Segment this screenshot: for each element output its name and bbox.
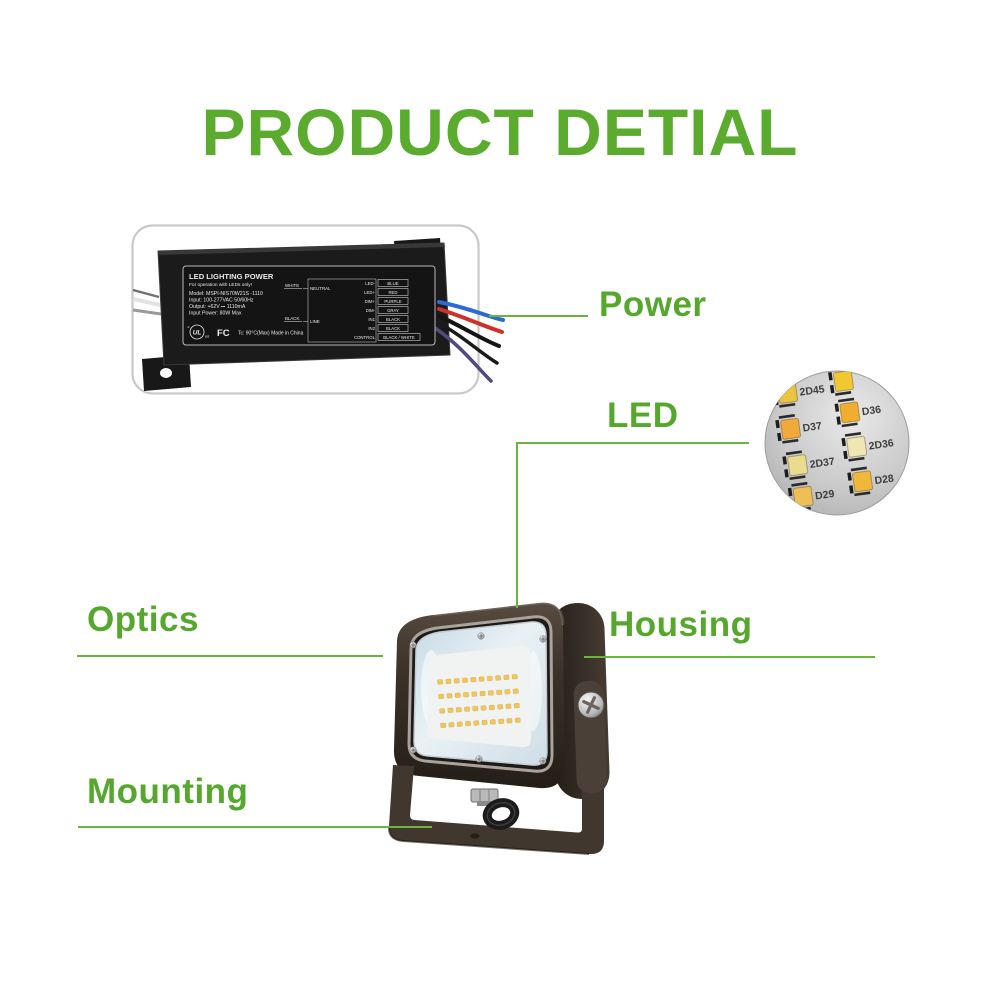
wire-black-1 xyxy=(437,314,501,348)
callout-housing: Housing xyxy=(609,605,753,644)
svg-text:PURPLE: PURPLE xyxy=(384,299,401,304)
power-driver-figure: LED LIGHTING POWER For operation with LE… xyxy=(131,224,505,395)
driver-input: Input: 100-277VAC 50/60Hz xyxy=(189,298,254,304)
led-chip: D36 xyxy=(834,397,882,428)
wire-purple xyxy=(433,326,493,383)
svg-text:DIM+: DIM+ xyxy=(365,299,376,304)
callout-mounting: Mounting xyxy=(87,772,249,811)
driver-output: Output: +62V ⎓ 1110mA xyxy=(189,304,246,310)
svg-text:LED+: LED+ xyxy=(364,290,375,295)
svg-text:GRAY: GRAY xyxy=(387,308,399,313)
led-chip: D37 xyxy=(775,414,823,444)
led-board-figure: 2D45 D37 xyxy=(764,370,910,516)
housing-top-highlight xyxy=(432,601,565,626)
callout-power: Power xyxy=(599,285,707,324)
face-screws xyxy=(409,632,547,765)
led-chip: D29 xyxy=(787,481,835,512)
screw-icon xyxy=(539,757,547,765)
ul-mark-icon: UL c us xyxy=(188,324,209,340)
callout-optics: Optics xyxy=(87,600,199,639)
screw-icon xyxy=(475,755,483,763)
driver-for-note: For operation with LEDs only! xyxy=(189,282,252,288)
screw-icon xyxy=(539,635,547,643)
callout-line-mounting xyxy=(78,826,432,828)
svg-text:BLACK / WHITE: BLACK / WHITE xyxy=(383,335,415,340)
led-chip xyxy=(828,371,854,396)
led-chip-label: D37 xyxy=(802,420,823,435)
cable-loop xyxy=(482,798,520,830)
wire-black-2 xyxy=(435,320,499,365)
svg-text:DIM-: DIM- xyxy=(366,308,376,313)
page-title: PRODUCT DETIAL xyxy=(201,95,799,169)
wire-red xyxy=(437,307,504,334)
led-pcb xyxy=(764,370,910,516)
driver-input-wires xyxy=(132,288,162,316)
callout-line-led-drop xyxy=(516,442,518,608)
driver-wiring-diagram: WHITE NEUTRAL BLACK LINE LED- BLUE LED+ … xyxy=(284,278,421,343)
led-chip: D28 xyxy=(847,466,895,497)
knuckle-fitting xyxy=(470,788,520,830)
svg-text:IN2: IN2 xyxy=(368,326,375,331)
svg-text:FC: FC xyxy=(217,328,230,339)
led-chip-label: D28 xyxy=(874,472,895,487)
driver-model: Model: MSPI-NIS70W21S -1110 xyxy=(189,291,263,297)
pivot-screw-icon xyxy=(577,691,605,719)
yoke-bracket xyxy=(388,765,604,855)
callout-line-led xyxy=(516,442,749,444)
svg-text:CONTROL: CONTROL xyxy=(354,335,376,340)
driver-top-highlight xyxy=(158,243,445,255)
screw-icon xyxy=(477,632,485,640)
led-chip-label: D29 xyxy=(814,488,835,503)
svg-text:us: us xyxy=(205,334,209,339)
led-chip: 2D36 xyxy=(841,431,895,462)
driver-heading: LED LIGHTING POWER xyxy=(189,272,274,281)
svg-text:IN1: IN1 xyxy=(368,317,375,322)
callout-line-optics xyxy=(77,655,383,657)
svg-text:c: c xyxy=(188,324,190,329)
callout-line-housing xyxy=(584,656,875,658)
yoke-hole xyxy=(470,833,480,839)
floodlight-figure xyxy=(387,601,610,855)
led-chip-label: 2D37 xyxy=(809,456,836,471)
callout-led: LED xyxy=(607,396,679,435)
svg-text:WHITE: WHITE xyxy=(285,283,299,288)
led-chip-label: D36 xyxy=(861,404,882,419)
driver-output-wires xyxy=(433,300,505,383)
wire-blue xyxy=(437,300,505,322)
screw-icon xyxy=(409,746,417,754)
svg-text:NEUTRAL: NEUTRAL xyxy=(310,286,331,291)
driver-label-plate xyxy=(182,265,436,346)
svg-text:BLUE: BLUE xyxy=(387,281,398,286)
driver-label-text: LED LIGHTING POWER For operation with LE… xyxy=(188,272,304,340)
svg-text:LINE: LINE xyxy=(310,319,320,324)
driver-tc-note: Tc: 90°C(Max) Made in China xyxy=(238,331,304,337)
led-diffuser xyxy=(426,645,531,748)
svg-text:LED-: LED- xyxy=(365,281,375,286)
svg-text:UL: UL xyxy=(193,330,202,337)
yoke-bottom-edge xyxy=(387,825,590,855)
driver-input-power: Input Power: 80W Max xyxy=(189,311,242,317)
screw-icon xyxy=(409,641,417,649)
led-chip: 2D37 xyxy=(782,450,836,481)
fcc-mark-icon: FC xyxy=(217,328,230,339)
svg-text:RED: RED xyxy=(388,290,397,295)
led-chip-label: 2D36 xyxy=(868,437,895,452)
callout-line-power xyxy=(489,315,588,317)
floodlight-led-array xyxy=(437,674,521,729)
svg-text:BLACK: BLACK xyxy=(386,326,400,331)
svg-text:BLACK: BLACK xyxy=(386,317,400,322)
svg-text:BLACK: BLACK xyxy=(285,316,299,321)
led-chip-label: 2D45 xyxy=(799,383,826,398)
